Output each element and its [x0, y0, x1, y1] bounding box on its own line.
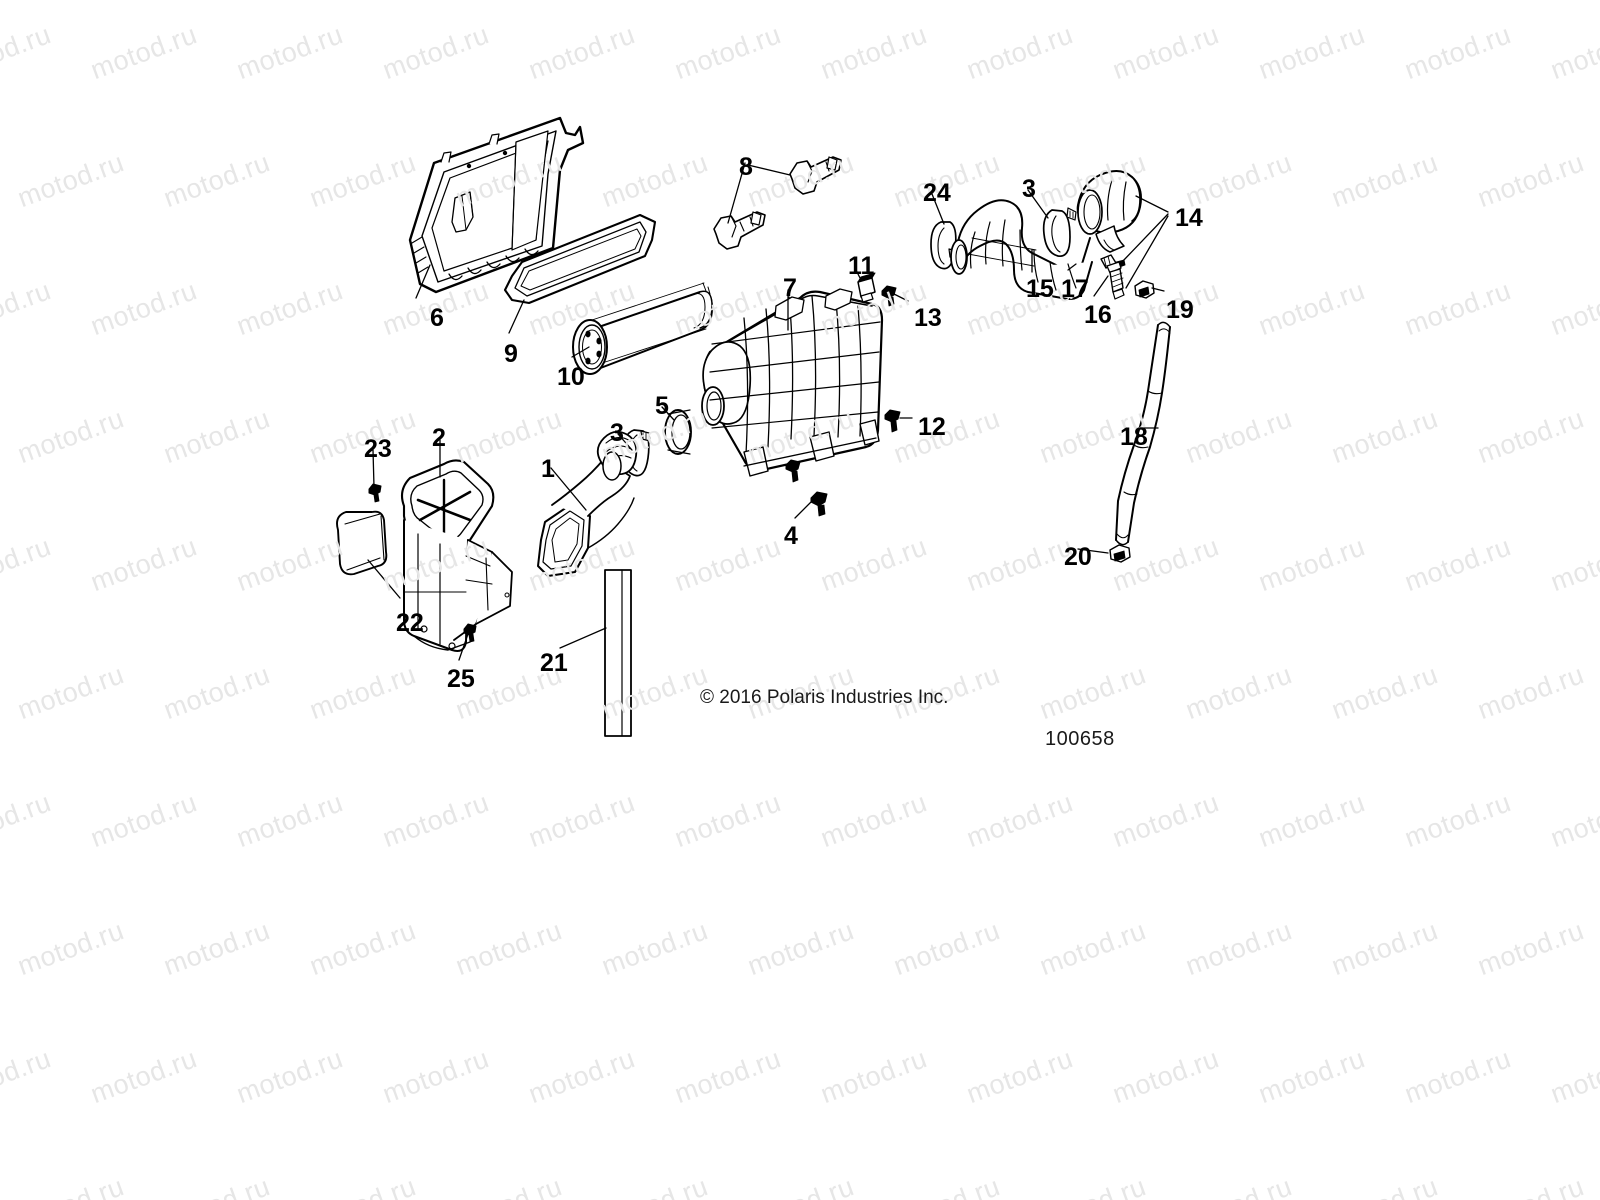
part-filter-minder-indicator	[857, 272, 876, 303]
part-drain-tube	[1115, 321, 1171, 546]
callout-cover-gasket-seal: 9	[504, 340, 518, 368]
part-tube-clamp-20	[1109, 544, 1131, 563]
callout-duct-clamp: 24	[923, 179, 951, 207]
part-cover-gasket-seal	[503, 213, 657, 305]
callout-foam-seal-strip: 21	[540, 649, 568, 677]
part-intake-connector	[1076, 170, 1142, 253]
callout-seal-grommet: 5	[655, 392, 669, 420]
part-intake-plenum-housing	[400, 459, 513, 652]
part-push-rivet-12	[884, 409, 901, 433]
part-hose-clamp-right	[1042, 207, 1077, 257]
part-air-filter-element	[572, 282, 713, 375]
callout-tube-clamp: 20	[1064, 543, 1092, 571]
part-foam-seal-strip	[604, 569, 632, 737]
part-screw-25	[463, 623, 477, 643]
callout-hose-clamp: 3	[1022, 175, 1036, 203]
callout-air-intake-boot: 1	[541, 455, 555, 483]
callout-fitting-nipple: 16	[1084, 301, 1112, 329]
callout-drain-tube: 18	[1120, 423, 1148, 451]
part-screw-13	[881, 285, 897, 307]
part-airbox-cover-lid	[408, 116, 585, 294]
part-push-rivet-4	[785, 459, 828, 517]
callout-intake-connector: 14	[1175, 204, 1203, 232]
callout-push-rivet: 12	[918, 413, 946, 441]
leader-lines	[367, 162, 1169, 661]
callout-foam-pad: 22	[396, 609, 424, 637]
part-fitting-nipple	[1106, 261, 1125, 300]
part-cover-latch-clip	[713, 156, 842, 250]
callout-intake-plenum-housing: 2	[432, 424, 446, 452]
callout-push-rivet: 4	[784, 522, 798, 550]
callout-screw: 13	[914, 304, 942, 332]
callout-screw: 25	[447, 665, 475, 693]
callout-filter-minder-indicator: 11	[848, 252, 875, 280]
callout-cover-latch-clip: 8	[739, 153, 753, 181]
part-screw-23	[368, 483, 382, 503]
callout-air-duct-corrugated: 15	[1026, 275, 1054, 303]
callout-plug: 17	[1061, 275, 1089, 303]
part-foam-pad	[336, 510, 388, 576]
part-seal-grommet	[664, 409, 692, 455]
part-nut-19	[1134, 280, 1155, 299]
part-airbox-housing	[701, 288, 884, 477]
callout-air-filter-element: 10	[557, 363, 585, 391]
callout-hose-clamp: 3	[610, 419, 624, 447]
callout-screw: 23	[364, 435, 392, 463]
callout-nut: 19	[1166, 296, 1194, 324]
callout-airbox-cover-lid: 6	[430, 304, 444, 332]
part-air-intake-boot	[537, 430, 638, 577]
drawing-number: 100658	[1045, 728, 1115, 750]
callout-airbox-housing: 7	[783, 274, 797, 302]
copyright-notice: © 2016 Polaris Industries Inc.	[700, 687, 949, 708]
